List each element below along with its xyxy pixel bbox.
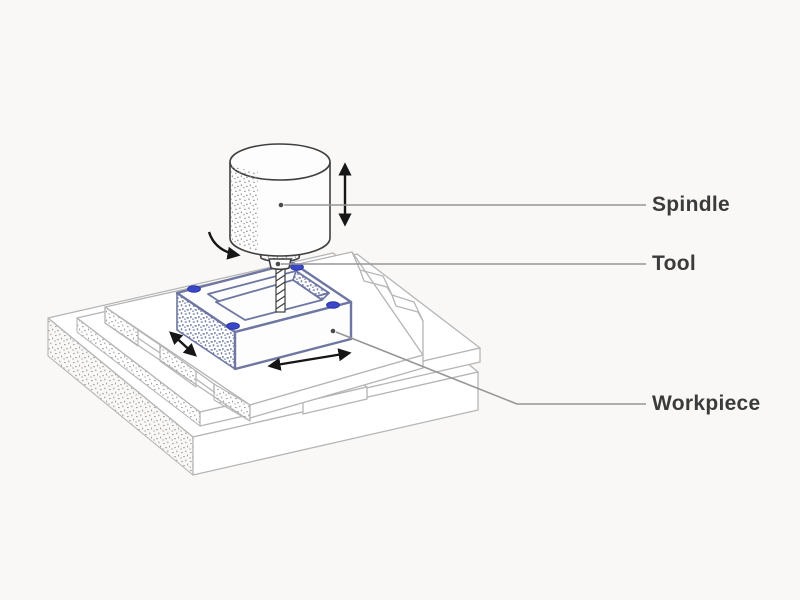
spindle-leader-line — [278, 202, 646, 208]
bolt — [187, 285, 201, 293]
pocket — [207, 270, 330, 321]
spindle-rotation-arrow — [207, 231, 241, 260]
table-x-axis-motion-arrow — [267, 348, 352, 371]
bolt — [226, 322, 240, 330]
spindle-label: Spindle — [652, 193, 730, 216]
tool-label: Tool — [652, 252, 696, 275]
spindle-drawing — [229, 143, 331, 271]
bolt — [326, 301, 340, 309]
tool-leader-line — [275, 261, 646, 267]
workpiece-drawing — [175, 261, 353, 371]
tool-hatching — [275, 267, 286, 310]
workpiece-leader-line — [330, 328, 646, 405]
tool-drawing — [275, 265, 286, 313]
workpiece-label: Workpiece — [652, 392, 761, 415]
table-y-axis-motion-arrow — [169, 331, 197, 357]
